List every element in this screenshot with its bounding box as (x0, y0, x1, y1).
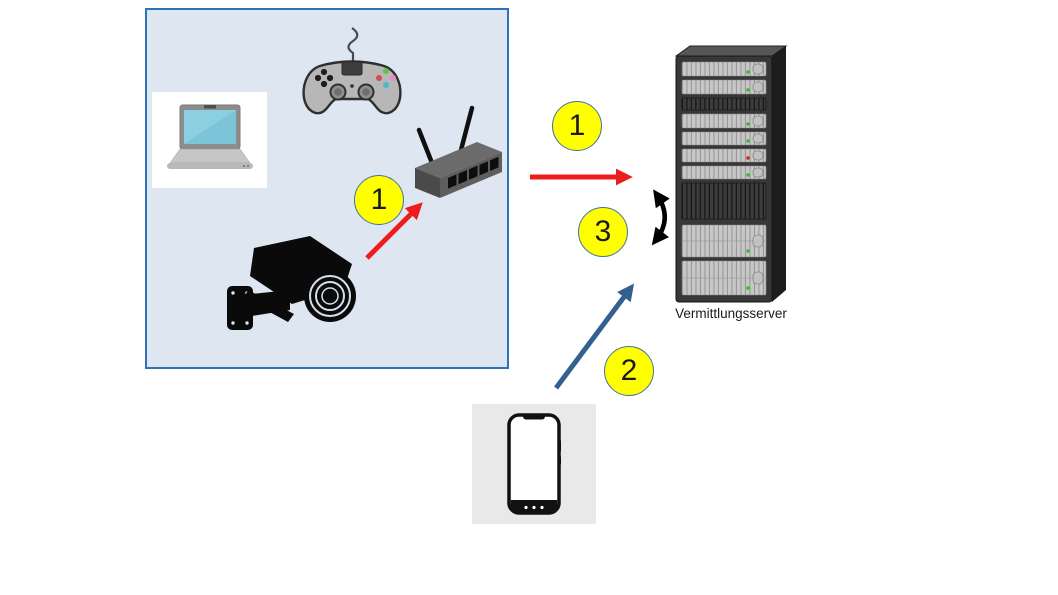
wifi-router-icon (415, 105, 502, 198)
arrow-server-exchange (651, 189, 670, 246)
server-rack-icon (674, 45, 788, 303)
badge-step-camera-to-router: 1 (354, 175, 404, 225)
badge-step-router-to-server: 1 (552, 101, 602, 151)
smartphone-tile (472, 404, 596, 524)
game-controller-icon (302, 27, 402, 115)
laptop-tile (152, 92, 267, 188)
security-camera-icon (227, 236, 356, 330)
laptop-icon (166, 104, 253, 169)
server-label: Vermittlungsserver (675, 306, 787, 321)
badge-step-server-exchange: 3 (578, 207, 628, 257)
smartphone-icon (507, 413, 561, 515)
badge-step-phone-to-server: 2 (604, 346, 654, 396)
